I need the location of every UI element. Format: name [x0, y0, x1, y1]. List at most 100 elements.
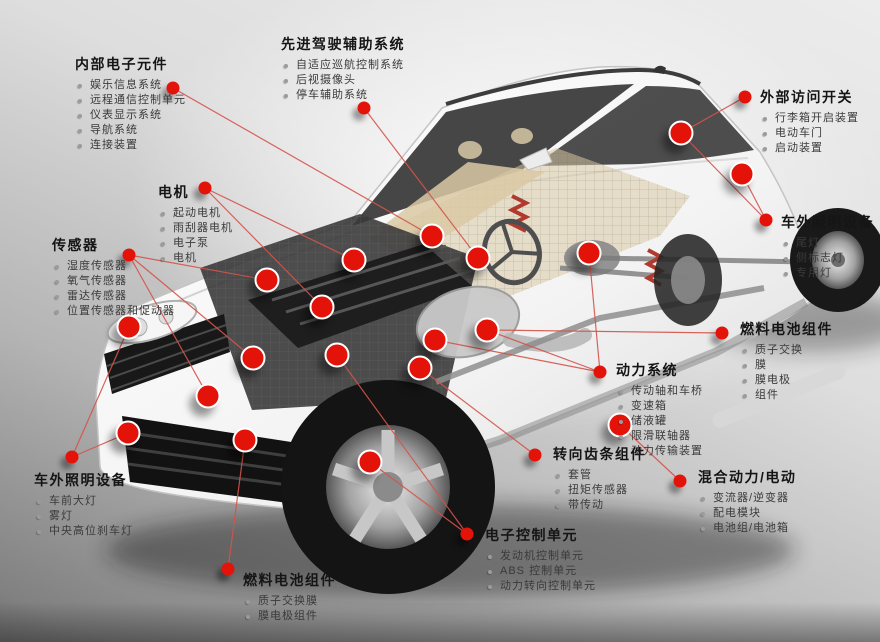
callout-item: 娱乐信息系统 — [78, 78, 186, 93]
car-point-roof-rear[interactable] — [668, 120, 694, 146]
car-point-rear-axle[interactable] — [576, 240, 602, 266]
car-point-engine-side[interactable] — [324, 342, 350, 368]
car-point-engine-top[interactable] — [309, 294, 335, 320]
car-point-cowl-wiper[interactable] — [341, 247, 367, 273]
callout-title: 电机 — [158, 184, 189, 200]
label-dot-sensors[interactable] — [122, 248, 136, 262]
callout-items: 娱乐信息系统远程通信控制单元仪表显示系统导航系统连接装置 — [75, 78, 186, 153]
callout-items: 尾灯侧标志灯专用灯 — [781, 236, 874, 281]
windows — [352, 84, 754, 226]
callout-internal-electronics: 内部电子元件娱乐信息系统远程通信控制单元仪表显示系统导航系统连接装置 — [75, 56, 186, 153]
leader-line-ecu-engine-side — [336, 354, 468, 535]
label-dot-ecu[interactable] — [460, 527, 474, 541]
leader-line-exterior-lighting-front-headlight — [71, 326, 130, 458]
leader-line-motors-engine-top — [204, 187, 323, 308]
callout-item: 后视摄像头 — [284, 73, 405, 88]
car-point-headlight[interactable] — [116, 314, 142, 340]
coil-spring — [507, 194, 531, 233]
callout-item: 连接装置 — [78, 138, 186, 153]
leader-line-powertrain-driveshaft-center — [486, 329, 601, 373]
driveline — [434, 194, 846, 428]
label-dot-powertrain[interactable] — [593, 365, 607, 379]
callout-item: 中央高位刹车灯 — [37, 525, 133, 537]
label-dot-adas[interactable] — [357, 101, 371, 115]
callout-title: 外部访问开关 — [760, 89, 853, 105]
car-point-hood-cowl[interactable] — [254, 267, 280, 293]
car-point-front-module[interactable] — [195, 383, 221, 409]
callout-items: 行李箱开启装置电动车门启动装置 — [760, 111, 859, 156]
car-point-engine-lower[interactable] — [422, 327, 448, 353]
callout-item: 远程通信控制单元 — [78, 94, 186, 106]
callout-items: 质子交换膜膜电极组件 — [740, 343, 833, 403]
callout-item: 仪表显示系统 — [78, 108, 186, 123]
label-dot-hybrid-electric[interactable] — [673, 474, 687, 488]
leader-line-motors-cowl-wiper — [204, 187, 355, 261]
callout-item: 位置传感器和促动器 — [55, 305, 175, 317]
callout-items: 车前大灯雾灯中央高位刹车灯 — [34, 494, 133, 539]
label-dot-steering-rack[interactable] — [528, 448, 542, 462]
callout-title: 电子控制单元 — [485, 527, 578, 543]
car-point-engine-front[interactable] — [240, 345, 266, 371]
car-point-driveshaft-center[interactable] — [474, 317, 500, 343]
car-point-steering-gear[interactable] — [407, 355, 433, 381]
callout-item: 导航系统 — [78, 123, 186, 138]
leader-line-sensors-front-module — [128, 254, 209, 397]
label-dot-fuel-cell-bottom[interactable] — [221, 562, 235, 576]
callout-fuel-cell-right: 燃料电池组件质子交换膜膜电极组件 — [740, 321, 833, 403]
callout-item: 动力转向控制单元 — [488, 580, 596, 592]
callout-item: 车前大灯 — [37, 494, 133, 509]
callout-item: 套管 — [556, 468, 646, 483]
label-dot-exterior-lighting-rear[interactable] — [759, 213, 773, 227]
rear-wheel — [790, 208, 880, 312]
callout-items: 自适应巡航控制系统后视摄像头停车辅助系统 — [281, 58, 405, 103]
callout-item: 雷达传感器 — [55, 289, 175, 304]
callout-item: 膜电极组件 — [246, 609, 336, 624]
callout-item: 储液罐 — [619, 414, 703, 429]
leader-line-steering-rack-steering-gear — [419, 367, 536, 456]
callout-item: 停车辅助系统 — [284, 88, 405, 103]
floor-gradient — [0, 602, 880, 642]
callout-item: 雨刮器电机 — [161, 222, 233, 234]
car-point-steering-column[interactable] — [465, 245, 491, 271]
callout-item: 扭矩传感器 — [556, 483, 646, 498]
leader-line-powertrain-engine-lower — [434, 339, 601, 373]
callout-title: 内部电子元件 — [75, 56, 168, 72]
callout-title: 混合动力/电动 — [698, 469, 797, 485]
callout-exterior-access: 外部访问开关行李箱开启装置电动车门启动装置 — [760, 89, 859, 156]
label-dot-exterior-access[interactable] — [738, 90, 752, 104]
callout-item: 变流器/逆变器 — [700, 491, 796, 506]
label-dot-motors[interactable] — [198, 181, 212, 195]
leader-line-sensors-engine-front — [128, 254, 254, 359]
callout-item: 膜 — [743, 358, 833, 373]
car-point-bumper-center[interactable] — [232, 427, 258, 453]
callout-exterior-lighting-rear: 车外照明设备尾灯侧标志灯专用灯 — [781, 214, 874, 281]
car-point-dashboard[interactable] — [419, 223, 445, 249]
callout-item: 配电模块 — [700, 506, 796, 521]
callout-title: 燃料电池组件 — [740, 321, 833, 337]
callout-item: 发动机控制单元 — [488, 549, 596, 564]
callout-items: 起动电机雨刮器电机电子泵电机 — [158, 206, 233, 266]
side-mirror — [519, 147, 553, 171]
label-dot-internal-electronics[interactable] — [166, 81, 180, 95]
leader-line-ecu-brake-disc — [369, 461, 468, 535]
label-dot-exterior-lighting-front[interactable] — [65, 450, 79, 464]
label-dot-fuel-cell-right[interactable] — [715, 326, 729, 340]
front-wheel — [281, 380, 495, 594]
front-fascia — [104, 299, 330, 508]
callout-item: 启动装置 — [763, 141, 859, 156]
callout-title: 动力系统 — [616, 362, 678, 378]
callout-title: 传感器 — [52, 237, 99, 253]
car-point-brake-disc[interactable] — [357, 449, 383, 475]
callout-item: 质子交换膜 — [246, 594, 336, 609]
callout-fuel-cell-bottom: 燃料电池组件质子交换膜膜电极组件 — [243, 572, 336, 624]
leader-line-sensors-hood-cowl — [128, 254, 268, 281]
car-point-tail-lamp[interactable] — [729, 161, 755, 187]
callout-item: 雾灯 — [37, 509, 133, 524]
callout-steering-rack: 转向齿条组件套管扭矩传感器带传动 — [553, 446, 646, 513]
leader-line-adas-steering-column — [363, 107, 479, 259]
car-point-fog-grille[interactable] — [115, 420, 141, 446]
callout-item: 质子交换 — [743, 343, 833, 358]
callout-title: 先进驾驶辅助系统 — [281, 36, 405, 52]
callout-items: 湿度传感器氧气传感器雷达传感器位置传感器和促动器 — [52, 259, 175, 319]
